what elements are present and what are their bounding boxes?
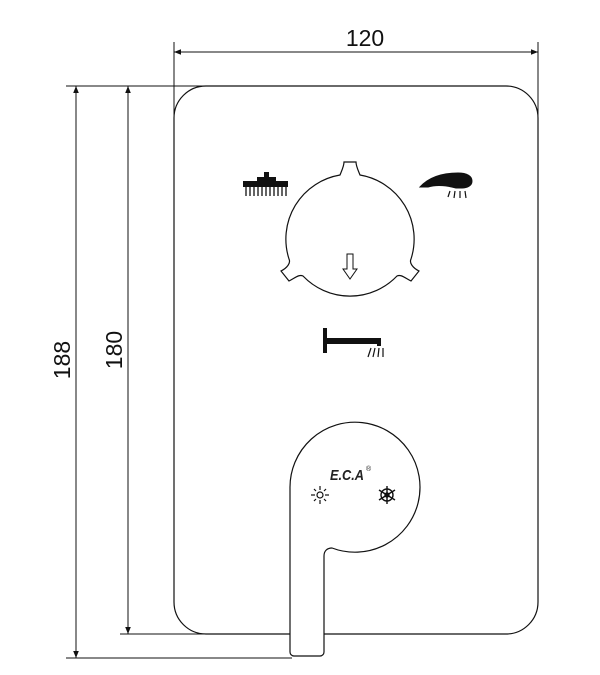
bath-spout-icon (323, 328, 384, 358)
hot-sun-icon (311, 486, 329, 504)
width-dimension-label: 120 (346, 25, 384, 51)
mixer-lever (289, 421, 421, 657)
cold-snowflake-icon (378, 486, 396, 504)
registered-mark: ® (366, 465, 372, 473)
diverter-knob (280, 161, 420, 297)
plate-height-dimension-label: 180 (101, 331, 127, 369)
brand-logo: E.C.A (330, 467, 364, 484)
diverter-arrow-icon (342, 253, 358, 280)
cover-plate (173, 85, 539, 635)
outer-height-dimension (66, 85, 292, 659)
outer-height-dimension-label: 188 (49, 341, 75, 379)
hand-shower-icon (418, 172, 473, 199)
width-dimension (173, 42, 539, 125)
overhead-shower-icon (243, 172, 288, 196)
